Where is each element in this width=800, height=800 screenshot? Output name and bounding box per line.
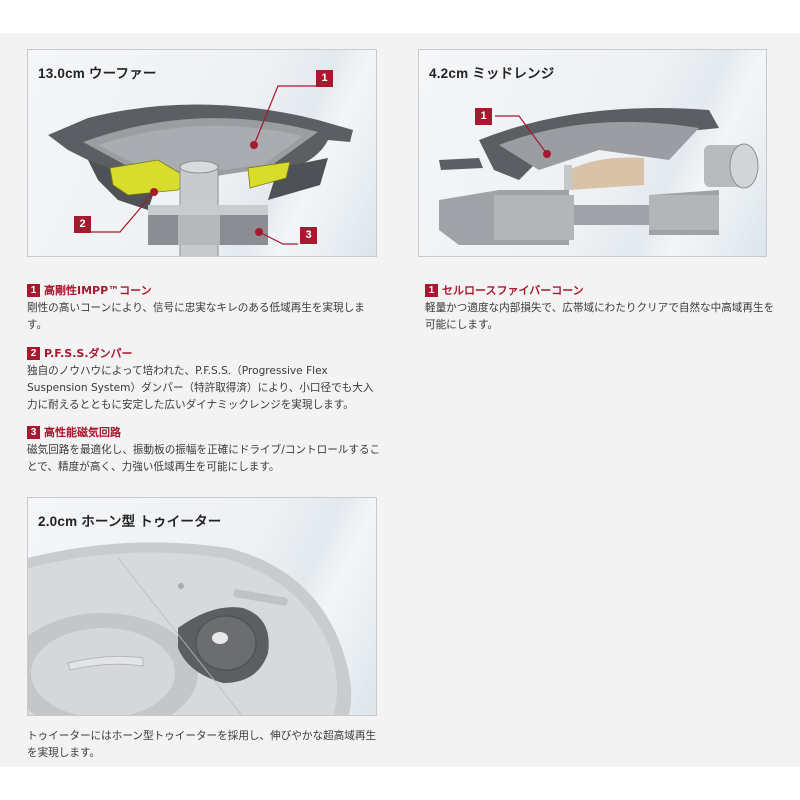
woofer-cutaway-image: 13.0cm ウーファー 1 2 3 <box>27 49 377 257</box>
feature-title: セルロースファイバーコーン <box>442 284 584 297</box>
callout-1: 1 <box>475 108 492 125</box>
feature-title: 高剛性IMPP™コーン <box>44 284 152 297</box>
feature-number-badge: 1 <box>425 283 438 297</box>
tweeter-description-block: トゥイーターにはホーン型トゥイーターを採用し、伸びやかな超高域再生を実現します。 <box>27 728 382 762</box>
midrange-cutaway-image: 4.2cm ミッドレンジ 1 <box>418 49 767 257</box>
tweeter-description: トゥイーターにはホーン型トゥイーターを採用し、伸びやかな超高域再生を実現します。 <box>27 730 377 759</box>
midrange-illustration <box>439 108 759 245</box>
feature-description: 独自のノウハウによって培われた、P.F.S.S.（Progressive Fle… <box>27 365 374 411</box>
feature-cellulose-cone: 1 セルロースファイバーコーン 軽量かつ適度な内部損失で、広帯域にわたりクリアで自… <box>425 282 780 334</box>
woofer-title: 13.0cm ウーファー <box>38 66 157 81</box>
feature-impp-cone: 1 高剛性IMPP™コーン 剛性の高いコーンにより、信号に忠実なキレのある低域再生… <box>27 282 382 334</box>
feature-pfss-damper: 2 P.F.S.S.ダンパー 独自のノウハウによって培われた、P.F.S.S.（P… <box>27 345 382 414</box>
feature-number-badge: 3 <box>27 425 40 439</box>
feature-description: 軽量かつ適度な内部損失で、広帯域にわたりクリアで自然な中高域再生を可能にします。 <box>425 302 775 331</box>
callout-3: 3 <box>300 227 317 244</box>
callout-2: 2 <box>74 216 91 233</box>
callout-1: 1 <box>316 70 333 87</box>
feature-description: 磁気回路を最適化し、振動板の振幅を正確にドライブ/コントロールすることで、精度が… <box>27 444 381 473</box>
feature-description: 剛性の高いコーンにより、信号に忠実なキレのある低域再生を実現します。 <box>27 302 365 331</box>
feature-title: P.F.S.S.ダンパー <box>44 347 133 360</box>
woofer-illustration <box>48 85 353 256</box>
feature-magnetic-circuit: 3 高性能磁気回路 磁気回路を最適化し、振動板の振幅を正確にドライブ/コントロール… <box>27 424 382 476</box>
tweeter-image: 2.0cm ホーン型 トゥイーター <box>27 497 377 716</box>
feature-number-badge: 1 <box>27 283 40 297</box>
feature-number-badge: 2 <box>27 346 40 360</box>
feature-title: 高性能磁気回路 <box>44 426 121 439</box>
midrange-title: 4.2cm ミッドレンジ <box>429 66 555 81</box>
tweeter-illustration <box>28 542 352 715</box>
tweeter-title: 2.0cm ホーン型 トゥイーター <box>38 514 222 529</box>
